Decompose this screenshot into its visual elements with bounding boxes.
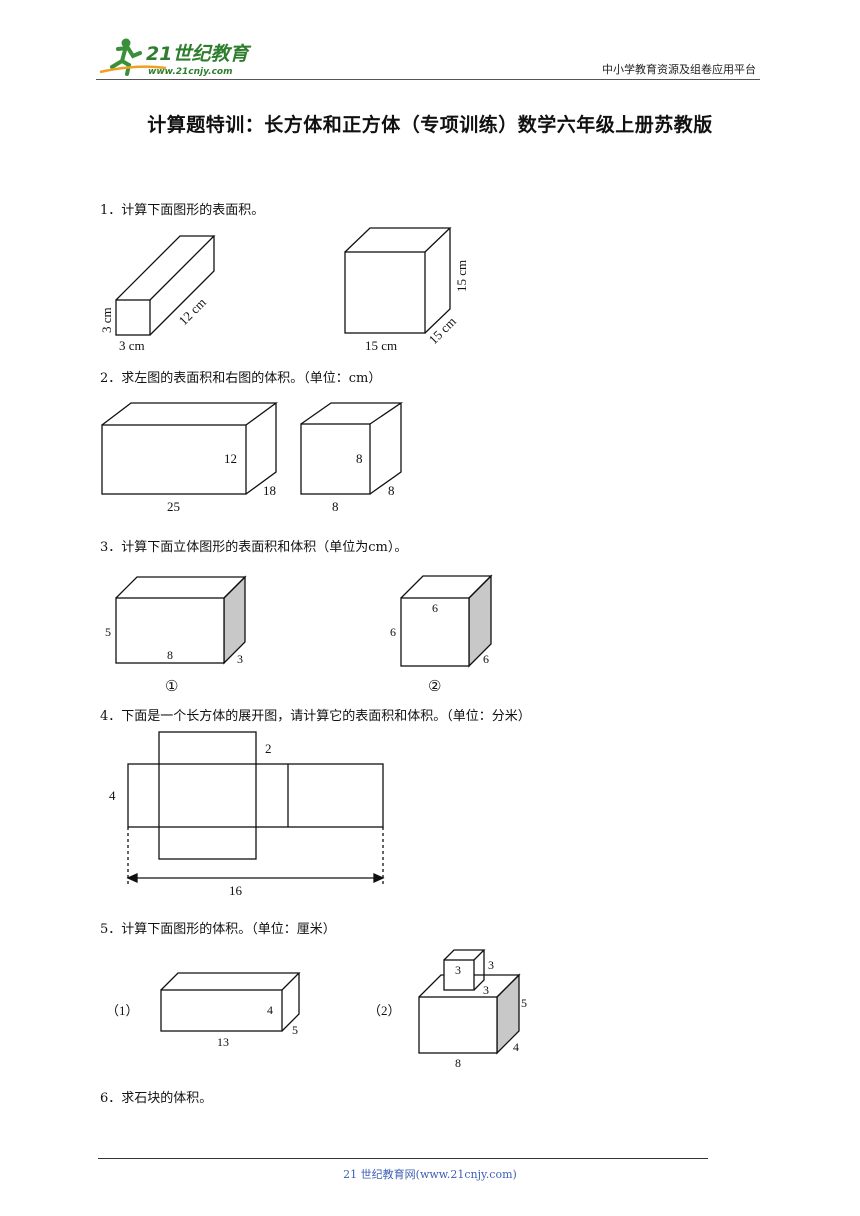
- q5-f2-small-side: 3: [488, 958, 494, 972]
- footer-divider: [98, 1158, 708, 1159]
- q2-cube-right: [300, 402, 404, 495]
- q2-f1-height: 12: [224, 451, 237, 466]
- header-divider: [96, 79, 760, 80]
- q5-f1-length: 13: [217, 1035, 229, 1049]
- q5-f2-label: （2）: [368, 1003, 401, 1018]
- q3-cube: [400, 574, 493, 668]
- q5-f1-height: 4: [267, 1003, 273, 1017]
- q5-stacked: [418, 949, 521, 1055]
- q5-f2-big-length: 8: [455, 1056, 461, 1070]
- q2-f2-length: 8: [332, 499, 339, 514]
- q1-f2-depth: 15 cm: [426, 314, 459, 347]
- q4-height: 4: [109, 788, 116, 803]
- q4-net: [126, 731, 385, 884]
- logo-text: 21世纪教育: [146, 43, 251, 65]
- question-1-text: 1．计算下面图形的表面积。: [100, 203, 265, 218]
- q5-f2-big-height: 5: [521, 996, 527, 1010]
- q3-f1-label: ①: [165, 679, 178, 695]
- q3-f1-length: 8: [167, 648, 173, 662]
- question-4-text: 4．下面是一个长方体的展开图，请计算它的表面积和体积。（单位：分米）: [100, 709, 531, 724]
- q1-f1-width: 3 cm: [119, 338, 145, 353]
- q2-cuboid-left: [101, 402, 278, 495]
- q1-f2-height: 15 cm: [454, 260, 469, 292]
- header-platform-text: 中小学教育资源及组卷应用平台: [602, 63, 756, 76]
- q3-f1-width: 3: [237, 652, 243, 666]
- question-5-text: 5．计算下面图形的体积。（单位：厘米）: [100, 922, 336, 937]
- q1-f1-length: 12 cm: [176, 295, 209, 328]
- q3-f2-width: 6: [483, 652, 489, 666]
- q3-f2-top: 6: [432, 601, 438, 615]
- question-3-text: 3．计算下面立体图形的表面积和体积（单位为cm）。: [100, 540, 408, 555]
- q1-f2-width: 15 cm: [365, 338, 397, 353]
- q3-f1-height: 5: [105, 625, 111, 639]
- runner-icon: [99, 38, 167, 76]
- q3-cuboid: [115, 575, 247, 665]
- q3-f2-label: ②: [428, 679, 441, 695]
- q1-prism: [115, 235, 216, 336]
- q4-top: 2: [265, 741, 272, 756]
- q5-f2-small-front: 3: [455, 963, 461, 977]
- logo-url: www.21cnjy.com: [148, 67, 233, 77]
- q4-total: 16: [229, 883, 243, 898]
- q5-f1-width: 5: [292, 1023, 298, 1037]
- site-logo: 21世纪教育 www.21cnjy.com: [96, 34, 266, 80]
- q3-f2-left: 6: [390, 625, 396, 639]
- q5-f2-big-width: 4: [513, 1040, 519, 1054]
- q5-f1-label: （1）: [106, 1003, 139, 1018]
- question-2-text: 2．求左图的表面积和右图的体积。（单位：cm）: [100, 371, 382, 386]
- footer-text: 21 世纪教育网(www.21cnjy.com): [343, 1168, 517, 1181]
- page-title: 计算题特训：长方体和正方体（专项训练）数学六年级上册苏教版: [147, 114, 713, 136]
- q2-f2-height: 8: [356, 451, 363, 466]
- q1-cube: [344, 227, 452, 334]
- q2-f1-length: 25: [167, 499, 180, 514]
- q2-f1-width: 18: [263, 483, 276, 498]
- question-6-text: 6．求石块的体积。: [100, 1091, 213, 1106]
- q5-cuboid: [160, 972, 301, 1032]
- q2-f2-width: 8: [388, 483, 395, 498]
- q1-f1-height: 3 cm: [99, 307, 114, 333]
- q5-f2-small-depth: 3: [483, 983, 489, 997]
